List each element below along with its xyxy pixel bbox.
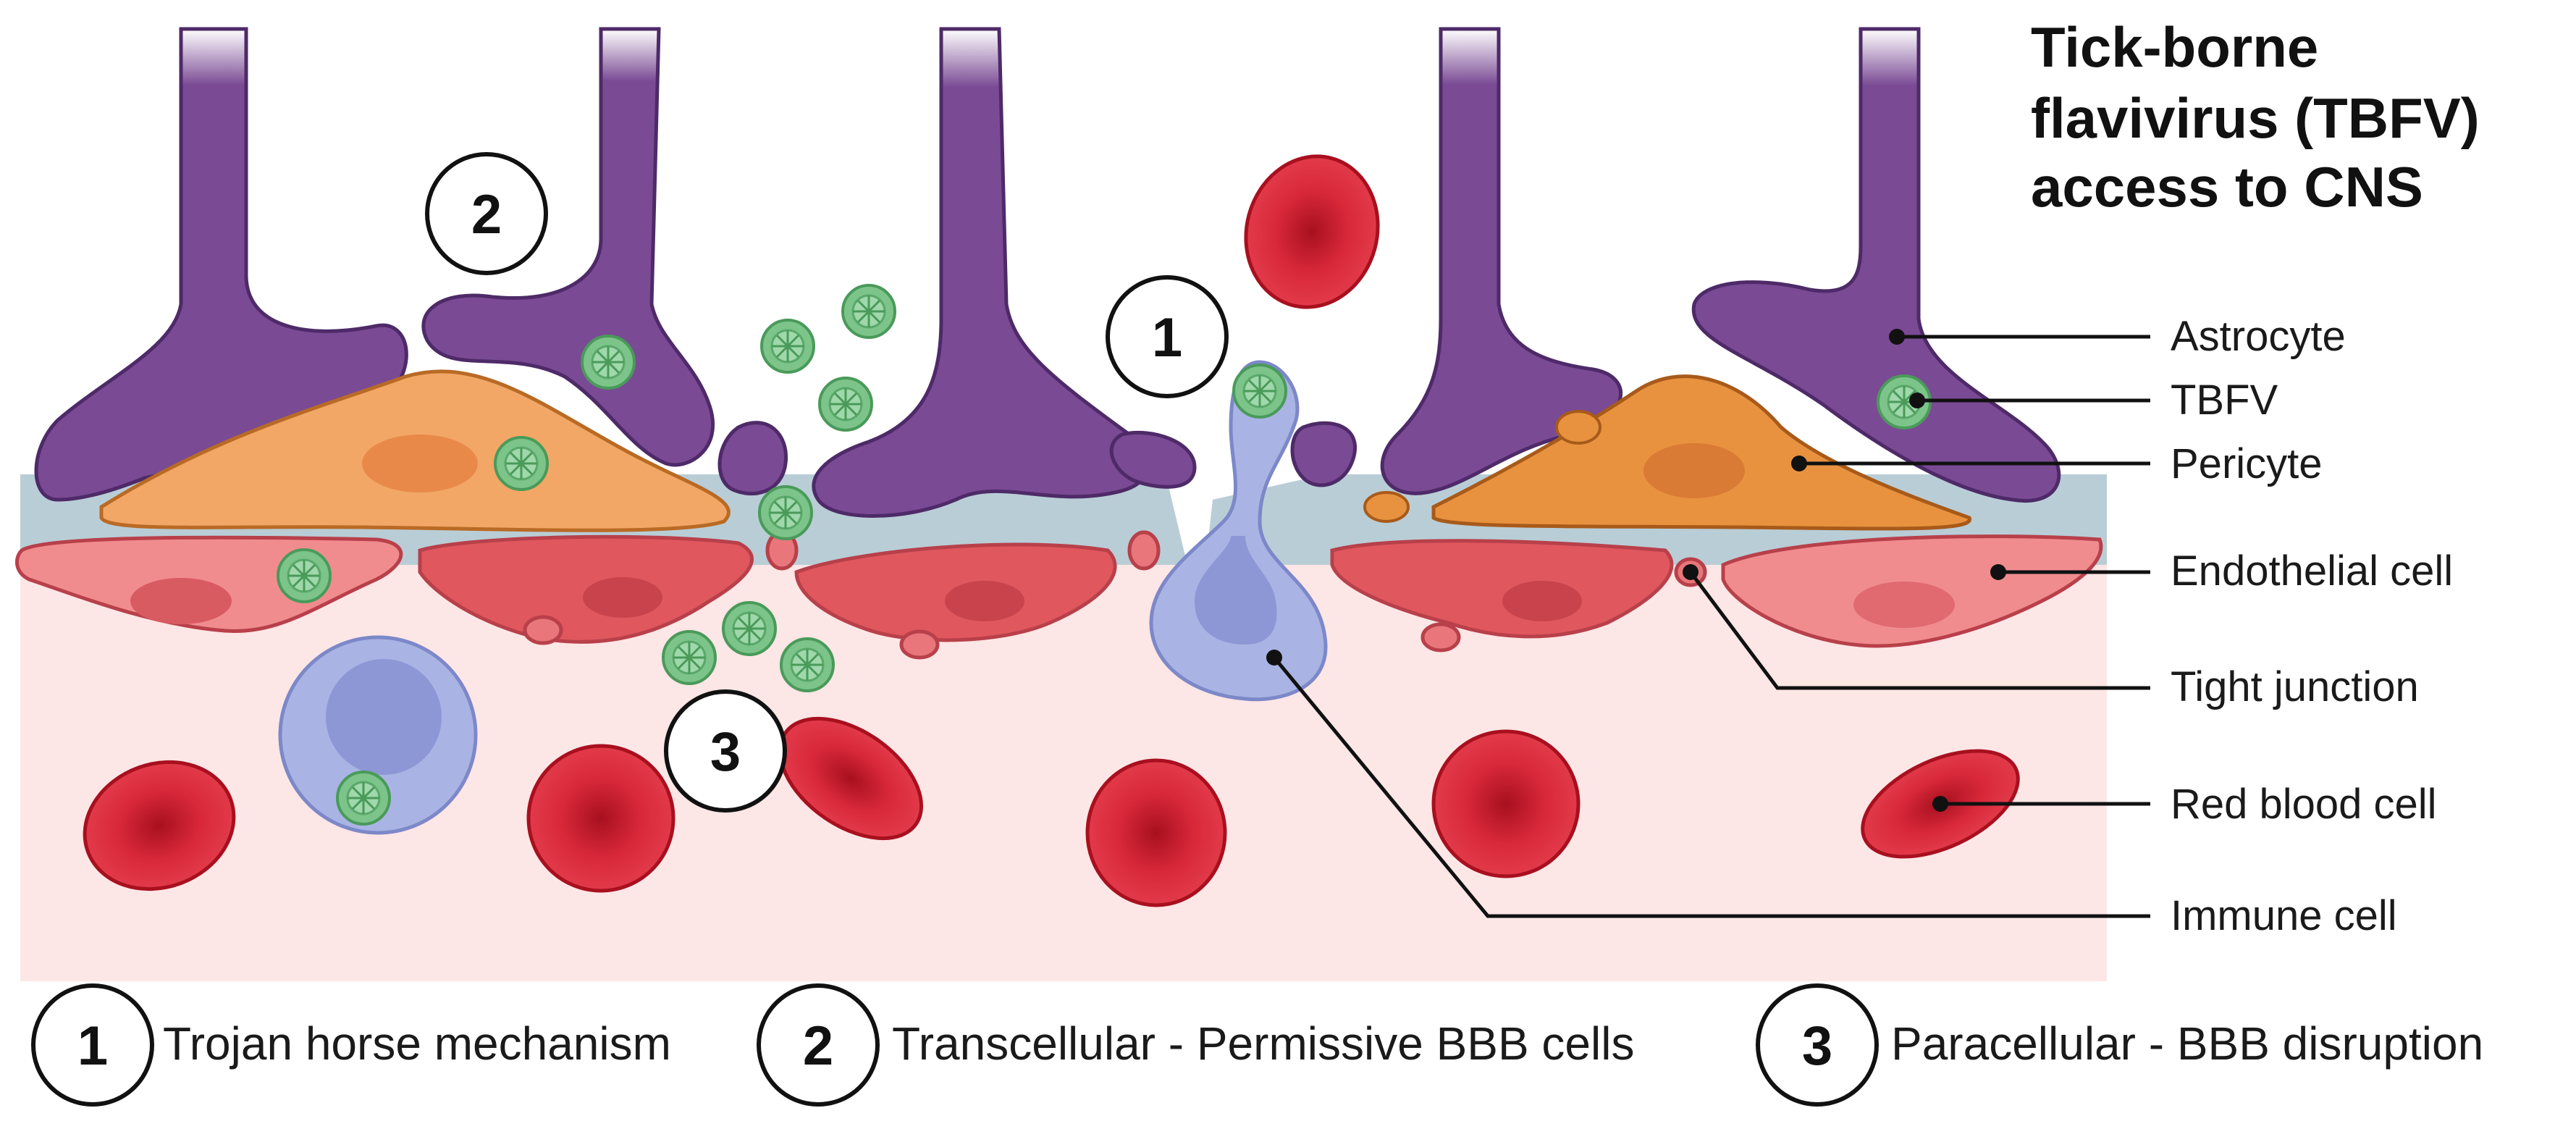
label-tight-junction: Tight junction xyxy=(2171,663,2419,710)
astrocyte-endfeet xyxy=(34,27,2061,518)
label-endothelial: Endothelial cell xyxy=(2171,547,2453,595)
svg-text:Paracellular - BBB disruption: Paracellular - BBB disruption xyxy=(1891,1017,2483,1070)
label-tbfv: TBFV xyxy=(2171,377,2278,424)
legend-item-3: 3 Paracellular - BBB disruption xyxy=(1756,983,2483,1107)
label-rbc: Red blood cell xyxy=(2171,781,2437,828)
diagram-title: Tick-borne flavivirus (TBFV) access to C… xyxy=(2031,15,2495,219)
label-pericyte: Pericyte xyxy=(2171,440,2323,487)
marker-1: 1 xyxy=(1106,275,1229,398)
immune-cells xyxy=(278,360,1328,835)
legend-item-2: 2 Transcellular - Permissive BBB cells xyxy=(757,983,1634,1107)
marker-2: 2 xyxy=(425,152,548,275)
svg-text:2: 2 xyxy=(471,184,502,245)
legend-item-1: 1 Trojan horse mechanism xyxy=(31,983,671,1107)
legend: 1 Trojan horse mechanism 2 Transcellular… xyxy=(31,983,2483,1107)
label-immune: Immune cell xyxy=(2171,892,2397,939)
svg-text:2: 2 xyxy=(803,1015,833,1077)
label-astrocyte: Astrocyte xyxy=(2171,313,2346,360)
svg-text:Transcellular - Permissive BBB: Transcellular - Permissive BBB cells xyxy=(892,1017,1634,1070)
right-labels: Astrocyte TBFV Pericyte Endothelial cell… xyxy=(2171,313,2453,939)
svg-text:1: 1 xyxy=(1152,307,1182,369)
svg-text:3: 3 xyxy=(1802,1015,1832,1077)
svg-text:Trojan horse mechanism: Trojan horse mechanism xyxy=(163,1017,671,1070)
endothelial-cells xyxy=(14,530,2103,660)
svg-text:3: 3 xyxy=(710,721,741,783)
leader-lines xyxy=(1266,329,2150,918)
red-blood-cells xyxy=(83,154,2020,907)
marker-3: 3 xyxy=(664,689,787,813)
pericytes xyxy=(99,369,1971,532)
svg-text:1: 1 xyxy=(77,1015,108,1077)
